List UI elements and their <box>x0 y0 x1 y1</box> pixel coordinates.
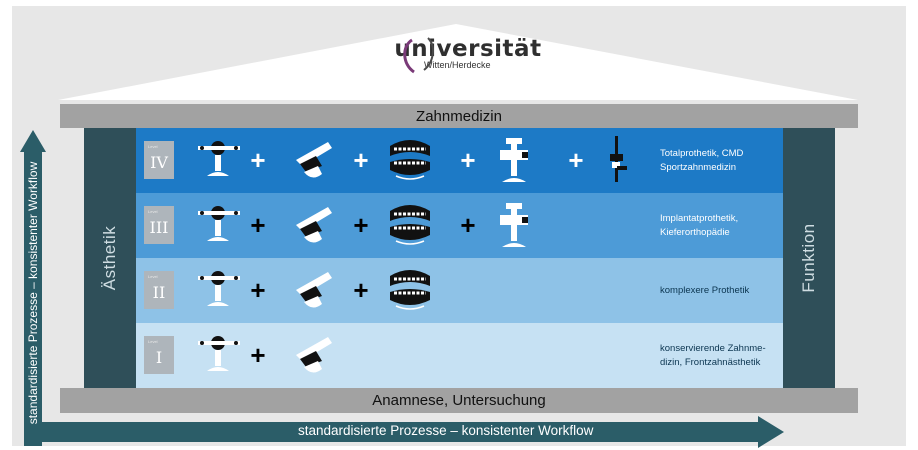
plus-sign: + <box>568 145 584 175</box>
facebow-icon <box>198 336 240 371</box>
articulator-icon <box>296 272 332 308</box>
plus-sign: + <box>250 275 266 305</box>
plus-sign: + <box>353 145 369 175</box>
level-description: Implantatprothetik, Kieferorthopädie <box>660 212 739 238</box>
cbct-scanner-icon <box>500 138 528 182</box>
level-numeral: I <box>155 348 163 367</box>
plus-sign: + <box>460 145 476 175</box>
top-beam: Zahnmedizin <box>60 104 858 128</box>
articulator-icon <box>296 142 332 178</box>
horizontal-axis: standardisierte Prozesse – konsistenter … <box>40 420 784 444</box>
vertical-axis: standardisierte Prozesse – konsistenter … <box>20 130 46 444</box>
articulator-icon <box>296 207 332 243</box>
level-description: Totalprothetik, CMD Sportzahnmedizin <box>660 147 744 173</box>
plus-sign: + <box>460 210 476 240</box>
level-numeral: II <box>152 283 166 302</box>
cbct-scanner-icon <box>500 203 528 247</box>
level-row: Level III + + + Implantatprothetik, Kiefer… <box>136 193 783 258</box>
plus-sign: + <box>250 340 266 370</box>
vertical-axis-label: standardisierte Prozesse – konsistenter … <box>26 161 40 425</box>
articulator-icon <box>296 337 332 373</box>
bottom-beam: Anamnese, Untersuchung <box>60 388 858 413</box>
plus-sign: + <box>353 275 369 305</box>
right-pillar-label: Funktion <box>799 223 818 293</box>
plus-sign: + <box>250 145 266 175</box>
dentures-icon <box>390 205 430 245</box>
level-row: Level I + konservierende Zahnme-dizin, F… <box>136 323 783 388</box>
left-pillar: Ästhetik <box>84 128 136 388</box>
level-description: komplexere Prothetik <box>660 284 750 296</box>
logo-swirl-icon <box>403 37 434 74</box>
level-description: konservierende Zahnme-dizin, Frontzahnäs… <box>660 342 766 368</box>
level-row: Level II + + komplexere Prothetik <box>136 258 783 323</box>
dentures-icon <box>390 270 430 310</box>
level-badge: Level III <box>144 206 174 244</box>
level-badge: Level II <box>144 271 174 309</box>
left-pillar-label: Ästhetik <box>100 225 119 291</box>
university-logo: universität Witten/Herdecke <box>388 36 548 94</box>
dentures-icon <box>390 140 430 180</box>
facebow-icon <box>198 141 240 176</box>
logo-subtitle: Witten/Herdecke <box>424 60 491 70</box>
horizontal-axis-label: standardisierte Prozesse – konsistenter … <box>298 423 594 438</box>
plus-sign: + <box>353 210 369 240</box>
level-row: Level IV + + + + Totalprothetik, CMD Sportz… <box>136 128 783 193</box>
roof <box>58 24 858 100</box>
condylograph-icon <box>610 136 627 182</box>
facebow-icon <box>198 206 240 241</box>
horizontal-arrow <box>40 416 784 448</box>
logo-wordmark: universität <box>394 36 542 62</box>
level-badge: Level IV <box>144 141 174 179</box>
vertical-arrow <box>20 130 46 446</box>
right-pillar: Funktion <box>783 128 835 388</box>
level-numeral: IV <box>150 153 168 172</box>
facebow-icon <box>198 271 240 306</box>
plus-sign: + <box>250 210 266 240</box>
level-badge: Level I <box>144 336 174 374</box>
level-numeral: III <box>149 218 169 237</box>
